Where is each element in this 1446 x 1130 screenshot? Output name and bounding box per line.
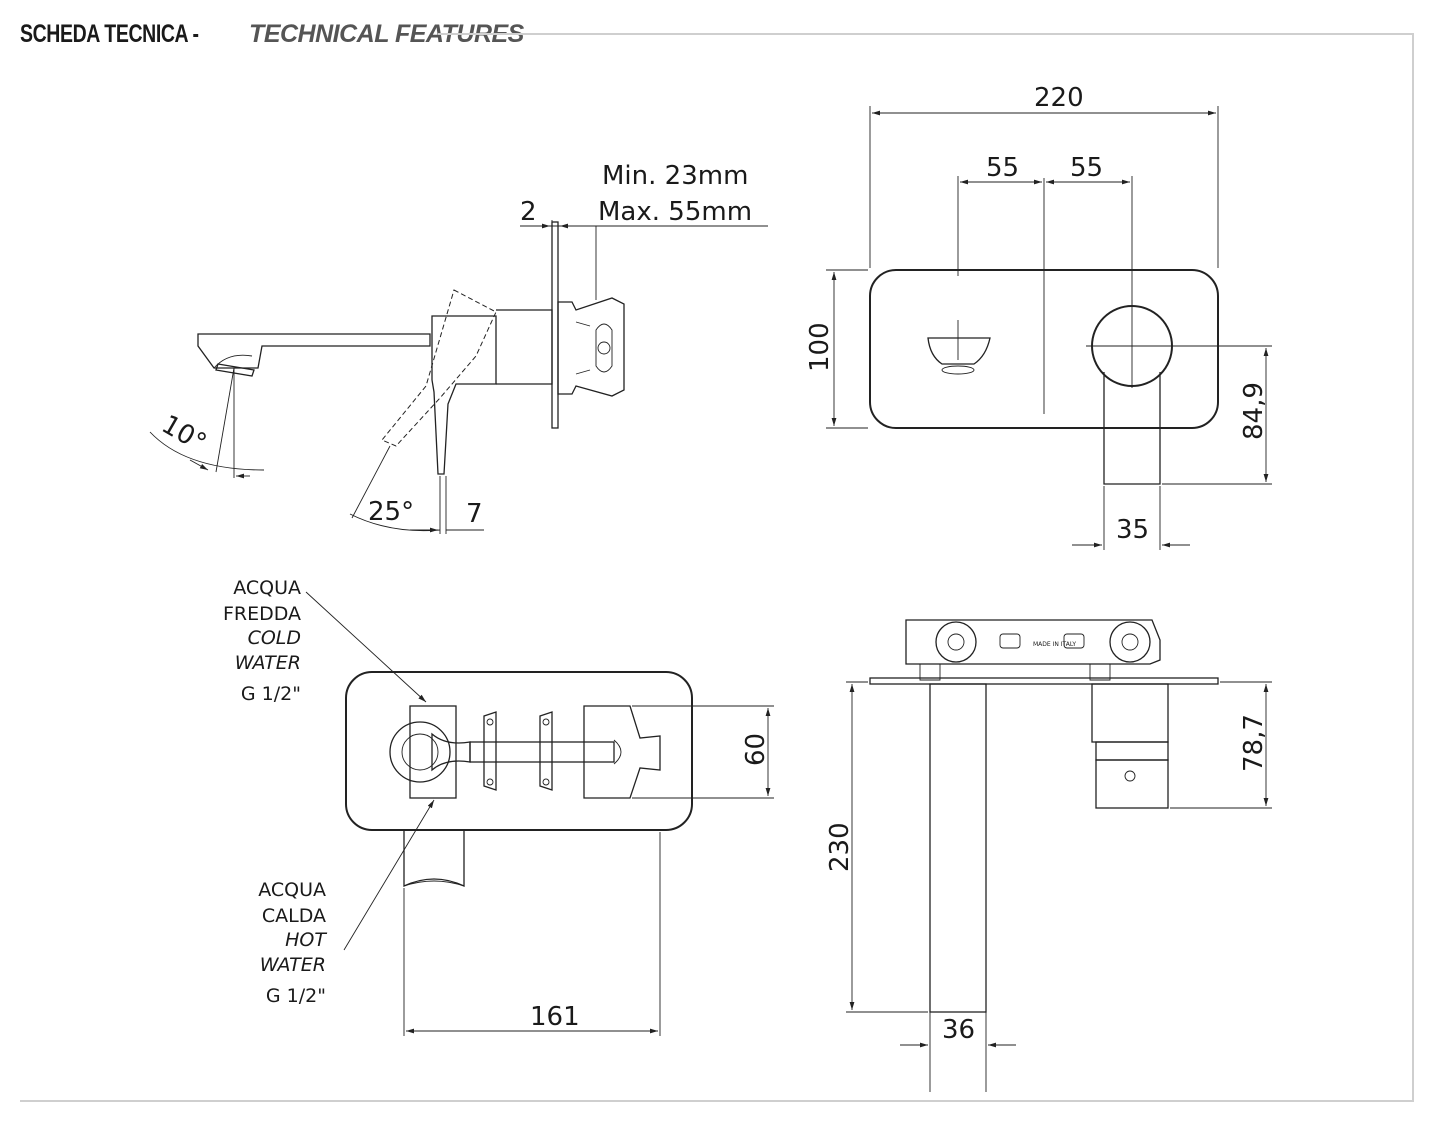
dim-front-width: 220 bbox=[1034, 83, 1084, 113]
dim-depth-min: Min. 23mm bbox=[602, 161, 748, 191]
hot-label-it-2: CALDA bbox=[262, 905, 326, 927]
dim-half-left: 55 bbox=[986, 153, 1019, 183]
cold-label-en-1: COLD bbox=[248, 627, 301, 649]
dim-lever-height: 84,9 bbox=[1239, 382, 1269, 440]
dim-half-right: 55 bbox=[1070, 153, 1103, 183]
dim-body-depth: 60 bbox=[741, 733, 771, 766]
hot-label-it-1: ACQUA bbox=[258, 879, 326, 901]
top-view: ACQUA FREDDA COLD WATER G 1/2" ACQUA CAL… bbox=[223, 577, 774, 1036]
cold-thread: G 1/2" bbox=[241, 683, 301, 705]
dim-spout-angle: 10° bbox=[156, 410, 211, 459]
dim-spout-width: 36 bbox=[942, 1015, 975, 1045]
cold-label-en-2: WATER bbox=[235, 652, 301, 674]
stamp-text: MADE IN ITALY bbox=[1033, 641, 1076, 648]
dim-lever-depth: 78,7 bbox=[1239, 714, 1269, 772]
dim-depth-max: Max. 55mm bbox=[598, 197, 752, 227]
hot-thread: G 1/2" bbox=[266, 985, 326, 1007]
dim-plate-thickness: 2 bbox=[520, 197, 537, 227]
cold-label-it-1: ACQUA bbox=[233, 577, 301, 599]
dim-spout-projection: 230 bbox=[825, 822, 855, 872]
dim-lever-offset: 7 bbox=[466, 499, 483, 529]
dim-lever-angle: 25° bbox=[368, 497, 414, 527]
side-view: 2 Min. 23mm Max. 55mm 10° 25° 7 bbox=[149, 161, 768, 534]
frame-line-right bbox=[1412, 33, 1414, 1101]
hot-label-en-2: WATER bbox=[260, 954, 326, 976]
frame-line-bottom bbox=[20, 1100, 1414, 1102]
dim-spout-length: 161 bbox=[530, 1002, 580, 1032]
header-title: SCHEDA TECNICA - bbox=[20, 19, 199, 48]
cold-label-it-2: FREDDA bbox=[223, 603, 301, 625]
hot-label-en-1: HOT bbox=[285, 929, 327, 951]
front-view: 220 55 55 100 84,9 35 bbox=[805, 83, 1272, 550]
dim-lever-width: 35 bbox=[1116, 515, 1149, 545]
box-view: MADE IN ITALY 230 36 78,7 bbox=[825, 619, 1272, 1092]
frame-line-top bbox=[438, 33, 1414, 35]
dim-front-height: 100 bbox=[805, 322, 835, 372]
